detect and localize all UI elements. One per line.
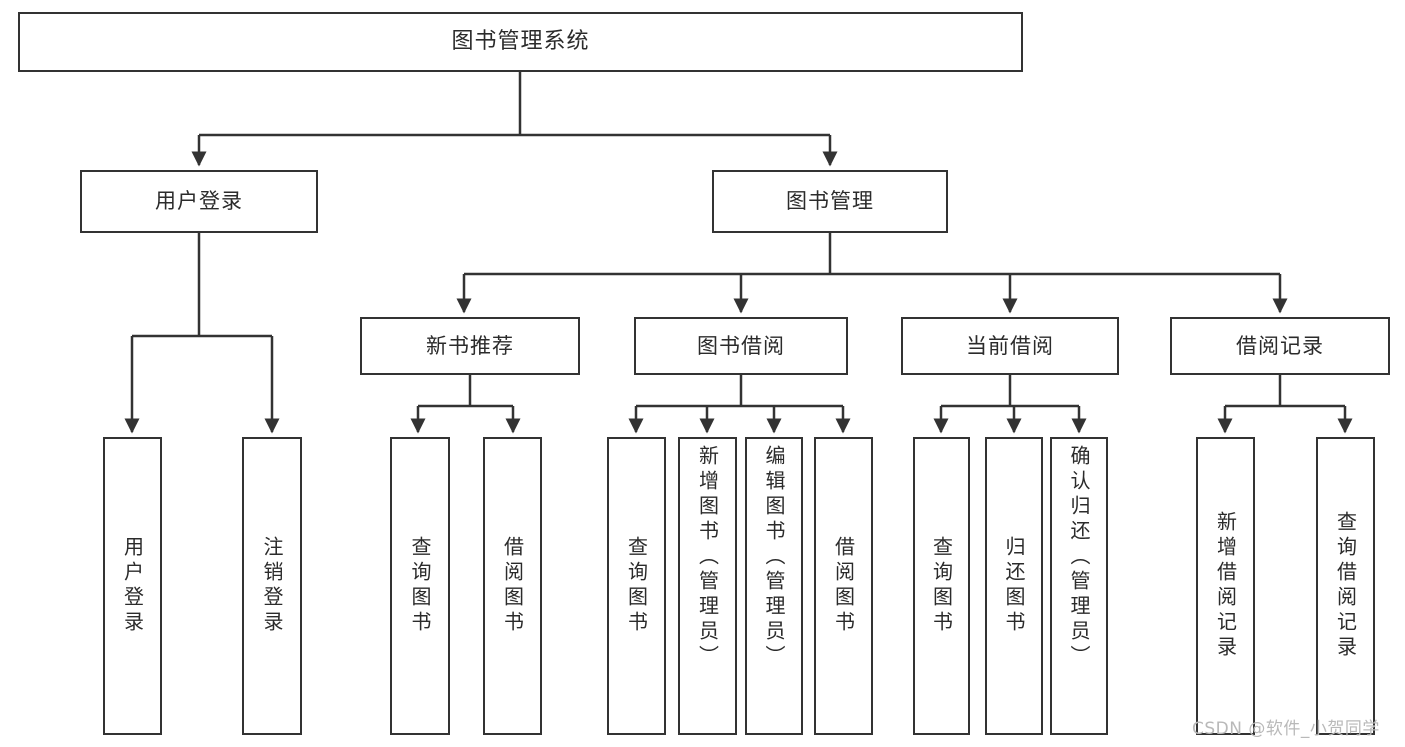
node-label: 图书借阅 — [697, 333, 785, 358]
node-leaf-borrow-book-2[interactable]: 借阅图书 — [814, 437, 873, 735]
node-root-system[interactable]: 图书管理系统 — [18, 12, 1023, 72]
node-label: 编辑图书（管理员） — [762, 445, 786, 670]
node-label: 借阅图书 — [831, 536, 856, 636]
node-label: 用户登录 — [120, 536, 145, 636]
node-label: 借阅图书 — [500, 536, 525, 636]
node-current-borrow[interactable]: 当前借阅 — [901, 317, 1119, 375]
node-leaf-query-book-2[interactable]: 查询图书 — [607, 437, 666, 735]
node-label: 当前借阅 — [966, 333, 1054, 358]
node-label: 注销登录 — [260, 536, 284, 636]
watermark-text: CSDN @软件_小贺同学 — [1192, 719, 1380, 739]
node-leaf-add-book[interactable]: 新增图书（管理员） — [678, 437, 737, 735]
node-user-login[interactable]: 用户登录 — [80, 170, 318, 233]
node-label: 借阅记录 — [1236, 333, 1324, 358]
node-book-borrow[interactable]: 图书借阅 — [634, 317, 848, 375]
node-leaf-borrow-book-1[interactable]: 借阅图书 — [483, 437, 542, 735]
node-leaf-logout[interactable]: 注销登录 — [242, 437, 302, 735]
node-leaf-confirm-return[interactable]: 确认归还（管理员） — [1050, 437, 1108, 735]
node-leaf-query-book-3[interactable]: 查询图书 — [913, 437, 970, 735]
node-leaf-return-book[interactable]: 归还图书 — [985, 437, 1043, 735]
node-label: 用户登录 — [155, 189, 243, 214]
node-label: 新增借阅记录 — [1213, 511, 1238, 661]
node-new-book-recommendation[interactable]: 新书推荐 — [360, 317, 580, 375]
node-leaf-query-book-1[interactable]: 查询图书 — [390, 437, 450, 735]
node-label: 查询图书 — [408, 536, 432, 636]
node-borrow-record[interactable]: 借阅记录 — [1170, 317, 1390, 375]
node-leaf-add-borrow-record[interactable]: 新增借阅记录 — [1196, 437, 1255, 735]
node-label: 新书推荐 — [426, 333, 514, 358]
node-label: 归还图书 — [1002, 536, 1026, 636]
node-book-manage[interactable]: 图书管理 — [712, 170, 948, 233]
node-leaf-edit-book[interactable]: 编辑图书（管理员） — [745, 437, 803, 735]
node-label: 查询借阅记录 — [1333, 511, 1358, 661]
node-label: 查询图书 — [929, 536, 954, 636]
node-leaf-query-borrow-record[interactable]: 查询借阅记录 — [1316, 437, 1375, 735]
node-label: 新增图书（管理员） — [695, 445, 720, 670]
node-label: 确认归还（管理员） — [1067, 445, 1091, 670]
node-label: 查询图书 — [624, 536, 649, 636]
node-leaf-user-login[interactable]: 用户登录 — [103, 437, 162, 735]
node-label: 图书管理 — [786, 189, 874, 214]
node-label: 图书管理系统 — [451, 29, 590, 55]
